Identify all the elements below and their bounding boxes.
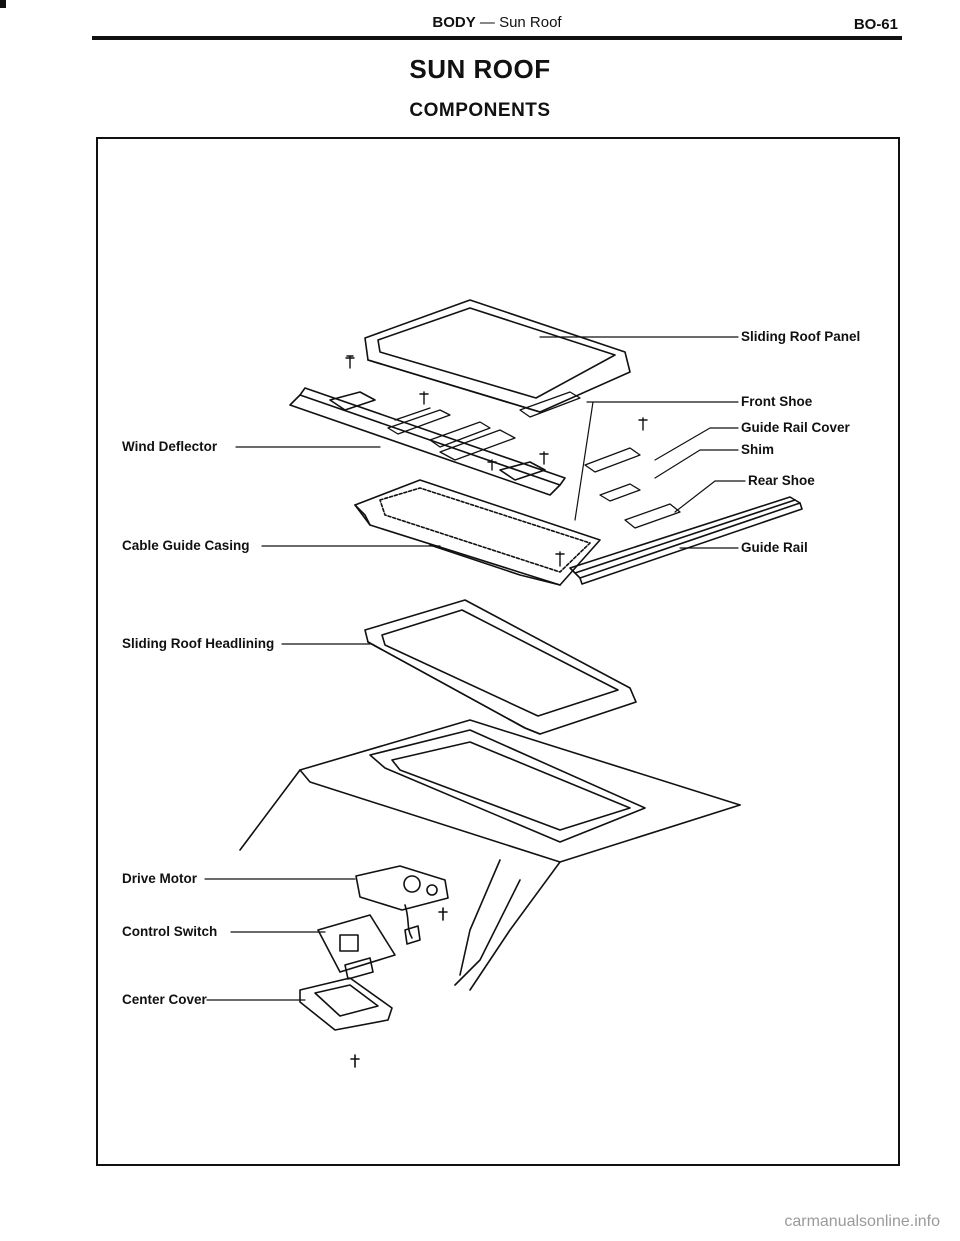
diagram-frame: [96, 137, 900, 1166]
header-subsection: Sun Roof: [499, 14, 562, 31]
page-title: SUN ROOF: [409, 54, 551, 84]
sliding-roof-headlining-part: [364, 599, 637, 735]
leader-shim: [654, 449, 739, 479]
label-guide-rail-cover: Guide Rail Cover: [741, 420, 850, 435]
corner-mark: [0, 0, 6, 8]
leader-rear-shoe: [674, 480, 746, 513]
label-wind-deflector: Wind Deflector: [122, 439, 218, 454]
control-switch-part: [317, 914, 396, 980]
header-separator: —: [479, 14, 495, 31]
drive-motor-part: [355, 865, 449, 945]
section-title: COMPONENTS: [409, 100, 551, 121]
header-title: BODY — Sun Roof: [92, 14, 902, 31]
leader-front-shoe: [574, 401, 739, 521]
running-header: BODY — Sun Roof BO-61: [92, 10, 902, 38]
label-shim: Shim: [741, 442, 775, 457]
header-section: BODY: [432, 14, 476, 31]
center-cover-part: [299, 977, 393, 1068]
label-sliding-roof-headlining: Sliding Roof Headlining: [122, 636, 275, 651]
wind-deflector-part: [289, 387, 566, 496]
label-center-cover: Center Cover: [122, 992, 207, 1007]
leader-lines: [204, 336, 746, 1001]
leader-guide-rail-cover: [654, 427, 739, 461]
guide-rail-part: [569, 496, 803, 585]
page-number: BO-61: [853, 16, 898, 33]
label-cable-guide-casing: Cable Guide Casing: [122, 538, 250, 553]
front-shoe-parts: [387, 391, 681, 529]
label-guide-rail: Guide Rail: [741, 540, 808, 555]
label-rear-shoe: Rear Shoe: [748, 473, 815, 488]
cable-guide-frame-part: [354, 479, 601, 586]
footer-watermark: carmanualsonline.info: [784, 1213, 940, 1230]
header-rule: [92, 36, 902, 40]
bolt-icons: [345, 355, 648, 567]
label-front-shoe: Front Shoe: [741, 394, 813, 409]
sliding-roof-panel-part: [364, 299, 631, 413]
label-control-switch: Control Switch: [122, 924, 218, 939]
vehicle-roof-part: [239, 719, 741, 991]
label-drive-motor: Drive Motor: [122, 871, 198, 886]
label-sliding-roof-panel: Sliding Roof Panel: [741, 329, 861, 344]
